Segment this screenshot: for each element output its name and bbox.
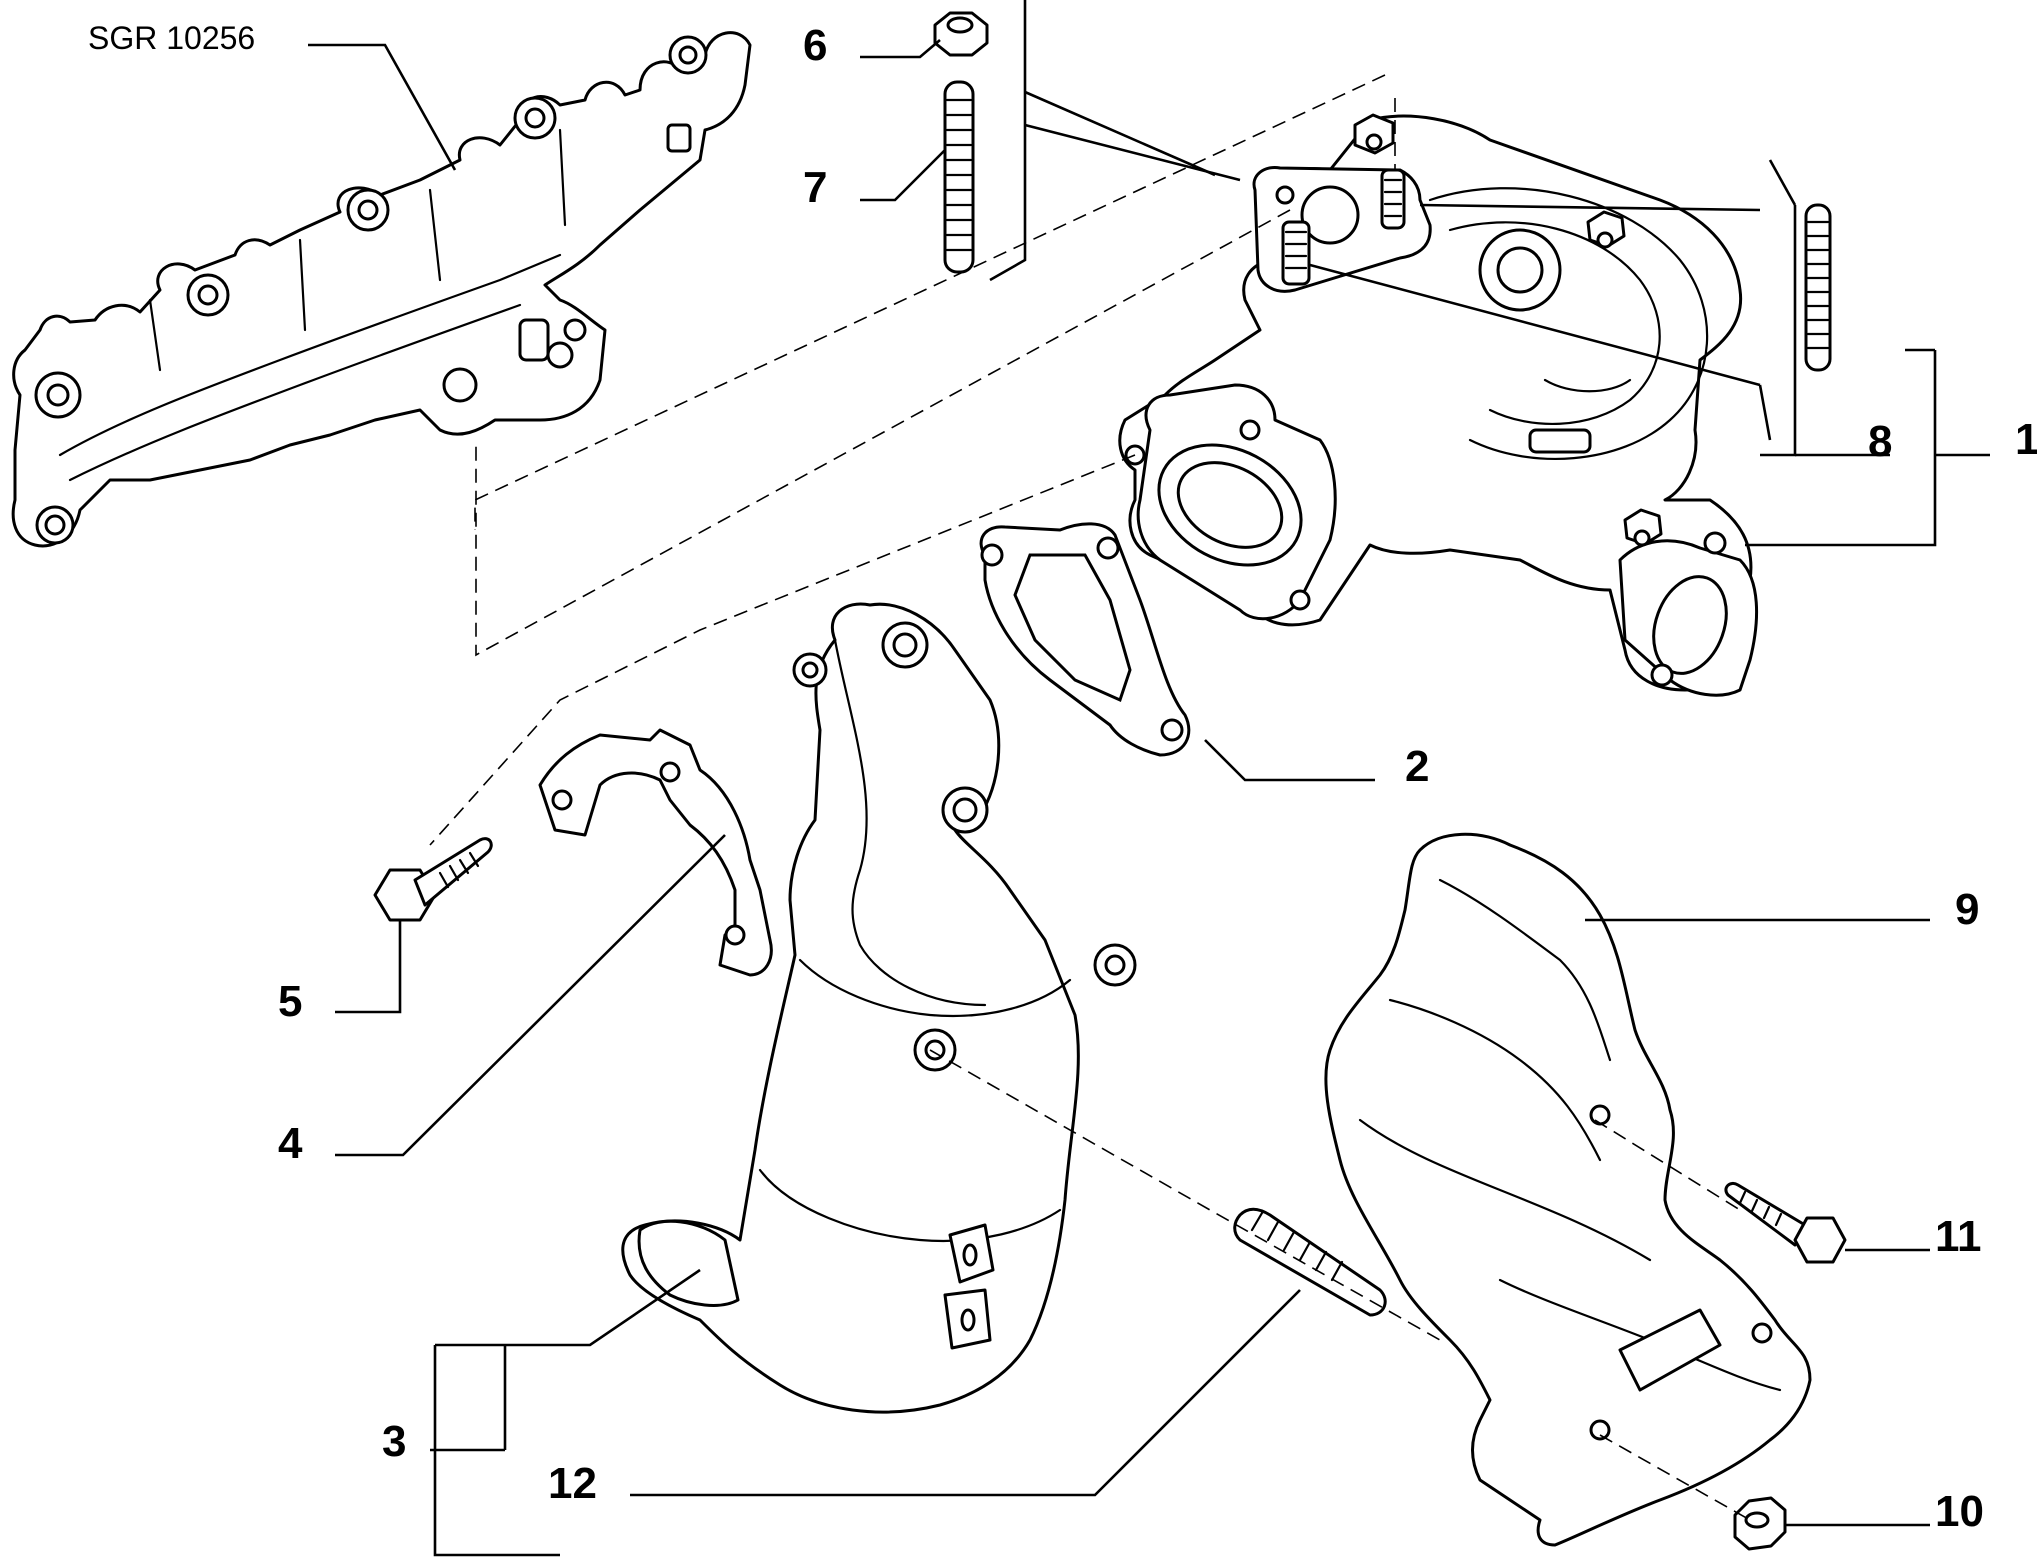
callout-10: 10	[1935, 1487, 1984, 1536]
stud-7	[943, 80, 975, 274]
callout-2: 2	[1405, 742, 1430, 791]
gasket	[979, 522, 1191, 757]
stud-12	[1233, 1207, 1387, 1317]
leader-lines	[308, 0, 1990, 1557]
callout-11: 11	[1935, 1212, 1982, 1261]
nut-10	[1733, 1496, 1787, 1551]
drawing-code: SGR 10256	[88, 20, 256, 56]
callout-4: 4	[278, 1119, 303, 1168]
callout-9: 9	[1955, 885, 1980, 934]
nut-6	[933, 11, 989, 57]
callout-8: 8	[1868, 417, 1893, 466]
bolt-11	[1724, 1181, 1847, 1264]
callout-7: 7	[803, 163, 828, 212]
callout-12: 12	[548, 1459, 597, 1508]
stud-8	[1804, 203, 1832, 372]
callout-1: 1	[2015, 415, 2037, 464]
exhaust-manifold	[11, 31, 752, 548]
bracket	[538, 728, 773, 977]
callout-3: 3	[382, 1417, 407, 1466]
turbocharger	[1118, 113, 1758, 697]
heat-shield	[1324, 832, 1812, 1547]
catalytic-converter	[621, 602, 1137, 1414]
callout-5: 5	[278, 977, 303, 1026]
assembly-lines	[429, 74, 1751, 1521]
callout-6: 6	[803, 21, 828, 70]
bolt-5	[373, 837, 493, 922]
